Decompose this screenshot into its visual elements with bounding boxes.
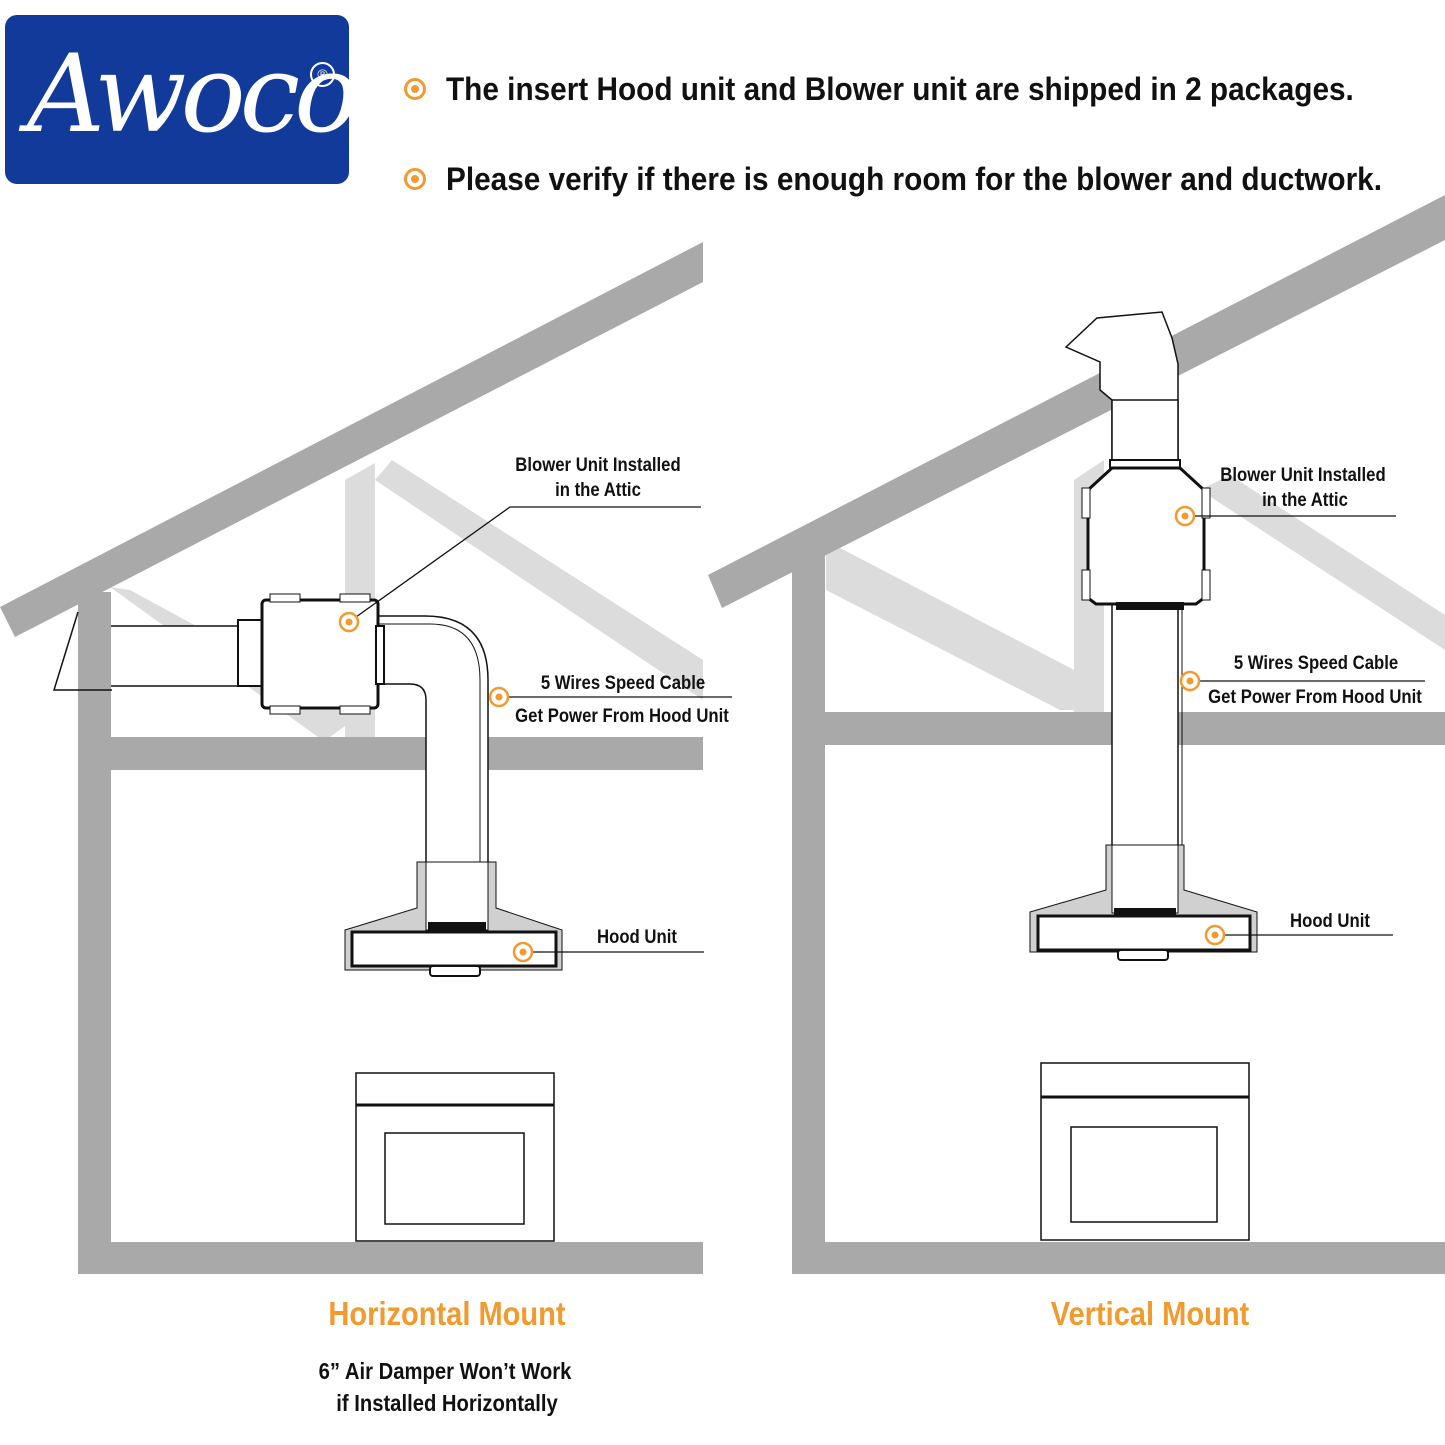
bullet-room-check: Please verify if there is enough room fo… [404,160,1444,200]
marker-icon [488,686,510,708]
marker-icon [1204,924,1226,946]
h-blower-label-line2: in the Attic [555,480,641,501]
bullet-shipping: The insert Hood unit and Blower unit are… [404,70,1444,110]
horizontal-duct [111,625,239,687]
bullet-text: Please verify if there is enough room fo… [446,161,1382,197]
hood-unit [1029,844,1258,961]
damper-note-line1: 6” Air Damper Won’t Work [318,1358,572,1384]
leader-lines [348,506,732,953]
v-cable-label-line2: Get Power From Hood Unit [1208,687,1422,708]
marker-icon [512,941,534,963]
brand-wordmark: Awoco [27,32,359,157]
v-cable-label-line1: 5 Wires Speed Cable [1233,653,1399,674]
oven [1040,1062,1250,1241]
elbow-duct [377,615,489,931]
v-blower-label-line1: Blower Unit Installed [1220,465,1386,486]
bullet-text: The insert Hood unit and Blower unit are… [446,71,1354,107]
h-blower-label-line1: Blower Unit Installed [515,455,681,476]
marker-icon [1179,670,1201,692]
bullet-icon [404,168,426,190]
damper-note-line2: if Installed Horizontally [336,1390,558,1416]
v-hood-label: Hood Unit [1290,911,1370,932]
blower-unit [1081,459,1211,610]
leader-lines [1185,515,1425,936]
v-blower-label-line2: in the Attic [1262,490,1348,511]
h-hood-label: Hood Unit [597,927,677,948]
marker-icon [338,611,360,633]
wall-structure [0,242,703,1274]
brand-logo: Awoco ® [5,15,359,184]
h-cable-label-line1: 5 Wires Speed Cable [540,673,706,694]
caption-horizontal-mount: Horizontal Mount [328,1295,566,1332]
registered-mark: ® [310,62,335,87]
marker-icon [1174,505,1196,527]
eave-line [52,611,112,691]
caption-vertical-mount: Vertical Mount [1050,1295,1250,1332]
wall-structure [708,195,1445,1274]
bullet-icon [404,78,426,100]
oven [355,1072,555,1242]
speed-cable [378,623,481,930]
vertical-house [708,195,1445,1274]
h-cable-label-line2: Get Power From Hood Unit [515,706,729,727]
horizontal-house [0,242,732,1274]
